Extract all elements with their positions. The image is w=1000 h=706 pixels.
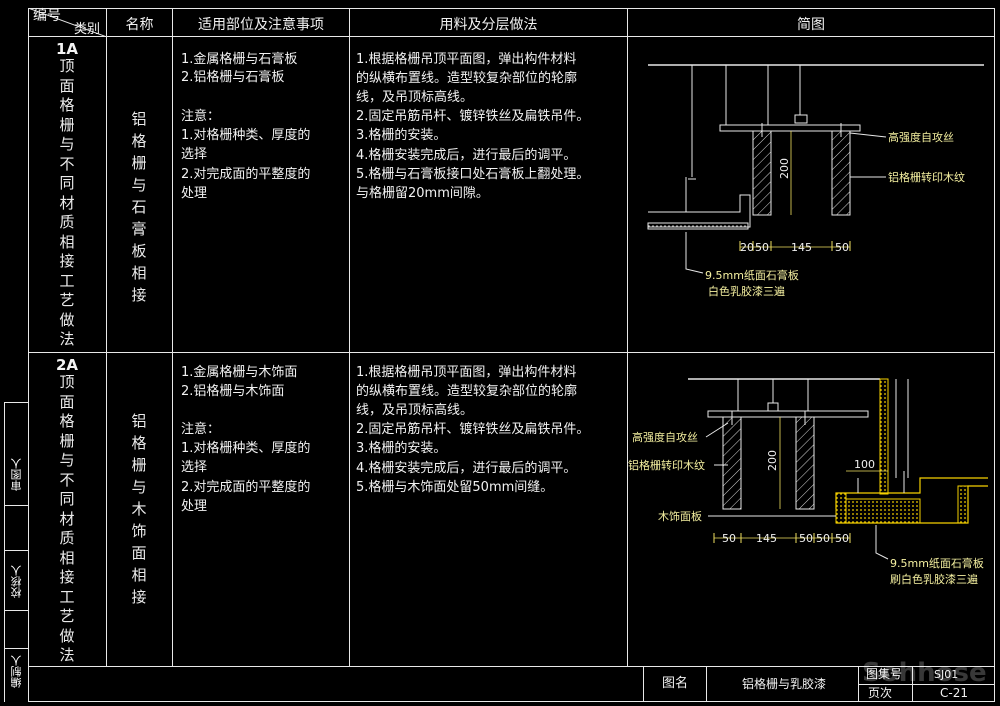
header-rule bbox=[28, 36, 994, 37]
footer-mid-rule bbox=[858, 684, 994, 685]
row2-method-line: 线，及吊顶标高线。 bbox=[356, 403, 474, 418]
svg-text:9.5mm纸面石膏板: 9.5mm纸面石膏板 bbox=[890, 556, 984, 570]
side-label-author: 编制人 bbox=[10, 655, 23, 688]
side-strip-left bbox=[4, 402, 5, 702]
row2-method-line: 5.格栅与木饰面处留50mm间缝。 bbox=[356, 480, 554, 495]
row1-method-line: 2.固定吊筋吊杆、镀锌铁丝及扁铁吊件。 bbox=[356, 109, 590, 124]
svg-text:200: 200 bbox=[766, 450, 779, 471]
row2-method-line: 的纵横布置线。造型较复杂部位的轮廓 bbox=[356, 384, 578, 399]
row1-method-line: 4.格栅安装完成后，进行最后的调平。 bbox=[356, 148, 577, 163]
header-method: 用料及分层做法 bbox=[439, 17, 538, 33]
svg-text:50: 50 bbox=[835, 241, 849, 254]
svg-text:白色乳胶漆三遍: 白色乳胶漆三遍 bbox=[708, 284, 785, 298]
header-code-label: 编号 bbox=[33, 8, 61, 24]
svg-text:50: 50 bbox=[799, 532, 813, 545]
svg-text:刷白色乳胶漆三遍: 刷白色乳胶漆三遍 bbox=[890, 572, 978, 586]
side-label-checker: 校核人 bbox=[10, 565, 23, 598]
header-name: 名称 bbox=[125, 17, 154, 33]
footer-title-value: 铝格栅与乳胶漆 bbox=[742, 677, 827, 691]
row1-code: 1A bbox=[55, 40, 79, 58]
row2-method-line: 3.格栅的安装。 bbox=[356, 441, 447, 456]
frame-left bbox=[28, 8, 29, 702]
svg-text:9.5mm纸面石膏板: 9.5mm纸面石膏板 bbox=[705, 268, 799, 282]
row2-name: 铝格栅与木饰面相接 bbox=[131, 412, 147, 606]
row2-code: 2A bbox=[55, 356, 79, 374]
row1-name: 铝格栅与石膏板相接 bbox=[131, 110, 147, 304]
row1-method-line: 的纵横布置线。造型较复杂部位的轮廓 bbox=[356, 71, 578, 86]
footer-page-label: 页次 bbox=[868, 686, 893, 700]
svg-text:145: 145 bbox=[791, 241, 812, 254]
row1-category: 顶面格栅与不同材质相接工艺做法 bbox=[59, 57, 75, 348]
col-line-4 bbox=[627, 8, 628, 666]
row2-scope-line: 选择 bbox=[181, 460, 208, 475]
row2-method-line: 1.根据格栅吊顶平面图，弹出构件材料 bbox=[356, 365, 577, 380]
row2-scope-line: 1.对格栅种类、厚度的 bbox=[181, 441, 311, 456]
side-strip-top bbox=[4, 402, 28, 403]
row-divider bbox=[28, 352, 994, 353]
row1-scope-line: 选择 bbox=[181, 147, 208, 162]
svg-text:50: 50 bbox=[755, 241, 769, 254]
svg-text:木饰面板: 木饰面板 bbox=[658, 509, 702, 523]
header-scope: 适用部位及注意事项 bbox=[198, 17, 324, 33]
svg-text:20: 20 bbox=[740, 241, 754, 254]
svg-text:高强度自攻丝: 高强度自攻丝 bbox=[632, 430, 698, 444]
frame-right bbox=[994, 8, 995, 702]
header-diagonal bbox=[28, 8, 107, 37]
row2-scope-line: 2.铝格栅与木饰面 bbox=[181, 384, 285, 399]
footer-set-value: SJ01 bbox=[934, 668, 959, 681]
footer-page-value: C-21 bbox=[940, 686, 968, 700]
row1-method-line: 与格栅留20mm间隙。 bbox=[356, 186, 489, 201]
row1-scope-line: 2.铝格栅与石膏板 bbox=[181, 70, 285, 85]
header-diagram: 简图 bbox=[797, 17, 825, 33]
svg-text:145: 145 bbox=[756, 532, 777, 545]
svg-text:高强度自攻丝: 高强度自攻丝 bbox=[888, 130, 954, 144]
row1-method-line: 5.格栅与石膏板接口处石膏板上翻处理。 bbox=[356, 167, 590, 182]
side-div-4 bbox=[4, 648, 28, 649]
frame-top bbox=[28, 8, 994, 9]
side-div-2 bbox=[4, 550, 28, 551]
svg-text:50: 50 bbox=[835, 532, 849, 545]
row1-scope-line: 2.对完成面的平整度的 bbox=[181, 167, 311, 182]
row1-diagram: 200 20 50 145 50 9.5mm纸面石膏板 白色乳胶漆三遍 高强度自… bbox=[647, 64, 984, 298]
row2-scope-line: 1.金属格栅与木饰面 bbox=[181, 365, 298, 380]
row1-scope-line: 1.金属格栅与石膏板 bbox=[181, 52, 298, 67]
side-label-reviewer: 审图人 bbox=[10, 458, 23, 491]
svg-text:50: 50 bbox=[722, 532, 736, 545]
side-div-3 bbox=[4, 610, 28, 611]
svg-text:铝格栅转印木纹: 铝格栅转印木纹 bbox=[628, 458, 705, 472]
table-bottom-rule bbox=[28, 666, 994, 667]
svg-text:200: 200 bbox=[778, 158, 791, 179]
col-line-3 bbox=[349, 8, 350, 666]
header-category-label: 类别 bbox=[74, 22, 101, 37]
frame-bottom bbox=[28, 701, 994, 702]
col-line-2 bbox=[172, 8, 173, 666]
footer-set-label: 图集号 bbox=[866, 667, 903, 681]
row2-method-line: 4.格栅安装完成后，进行最后的调平。 bbox=[356, 461, 577, 476]
row1-method-line: 线，及吊顶标高线。 bbox=[356, 90, 474, 105]
row2-scope-line: 处理 bbox=[181, 499, 208, 514]
footer-div-1 bbox=[643, 666, 644, 702]
row2-diagram: 200 100 50 145 50 50 50 高强度自攻丝 铝格栅转印木纹 木… bbox=[628, 378, 988, 586]
row2-method-line: 2.固定吊筋吊杆、镀锌铁丝及扁铁吊件。 bbox=[356, 422, 590, 437]
svg-text:100: 100 bbox=[854, 458, 875, 471]
watermark: Sohhose bbox=[862, 658, 987, 688]
svg-text:铝格栅转印木纹: 铝格栅转印木纹 bbox=[888, 170, 965, 184]
row2-scope-line: 注意： bbox=[181, 422, 221, 437]
footer-div-2 bbox=[706, 666, 707, 702]
row2-category: 顶面格栅与不同材质相接工艺做法 bbox=[59, 373, 75, 664]
row1-scope-line: 1.对格栅种类、厚度的 bbox=[181, 128, 311, 143]
footer-title-label: 图名 bbox=[662, 676, 689, 691]
row1-method-line: 3.格栅的安装。 bbox=[356, 128, 447, 143]
row1-scope-line: 注意： bbox=[181, 109, 221, 124]
side-strip-right bbox=[28, 402, 29, 702]
side-div-1 bbox=[4, 505, 28, 506]
row1-scope-line: 处理 bbox=[181, 186, 208, 201]
svg-text:50: 50 bbox=[816, 532, 830, 545]
col-line-1 bbox=[106, 8, 107, 666]
row2-scope-line: 2.对完成面的平整度的 bbox=[181, 480, 311, 495]
row1-method-line: 1.根据格栅吊顶平面图，弹出构件材料 bbox=[356, 52, 577, 67]
